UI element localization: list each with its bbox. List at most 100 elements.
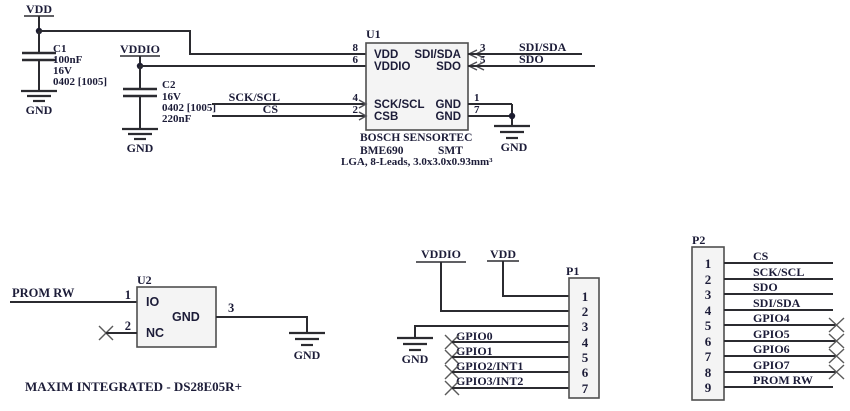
u1-package: LGA, 8-Leads, 3.0x3.0x0.93mm³: [341, 156, 493, 168]
no-connect-x-icon: [828, 333, 845, 349]
vdd-net-label: VDD: [490, 247, 516, 261]
p1-pin-number: 1: [582, 289, 589, 304]
input-arrow-icon: [358, 99, 368, 109]
u1-pin8-number: 8: [353, 42, 359, 54]
gnd-symbol-u2: GND: [289, 331, 325, 362]
u1-mount-type: SMT: [438, 145, 463, 157]
u1-pin5-number: 5: [480, 54, 486, 66]
u1-pin-name-vddio: VDDIO: [374, 61, 410, 73]
p2-pin-number: 9: [705, 380, 712, 395]
vdd-net-label: VDD: [26, 2, 52, 16]
c2-ref: C2: [162, 79, 176, 91]
net-label-gpio6: GPIO6: [753, 342, 790, 356]
p1-body: [568, 277, 600, 399]
u1-pin2-number: 2: [353, 104, 359, 116]
wire-vdd-to-p1: [502, 261, 569, 297]
u2-pin-name-nc: NC: [146, 326, 164, 340]
wire-vddio-to-p1: [440, 262, 569, 312]
p1-pin-number: 5: [582, 350, 589, 365]
vddio-net-label: VDDIO: [421, 247, 461, 261]
junction-dot: [508, 112, 516, 120]
u1-pin-name-csb: CSB: [374, 111, 398, 123]
u1-pin7-number: 7: [474, 104, 480, 116]
p2-pin-number: 3: [705, 287, 712, 302]
no-connect-x-icon: [828, 364, 845, 380]
gnd-label: GND: [501, 140, 528, 154]
gnd-symbol-p1: GND: [397, 336, 433, 366]
p1-pin-number: 6: [582, 365, 589, 380]
net-label-sdi-sda: SDI/SDA: [519, 40, 567, 54]
gnd-label: GND: [402, 352, 429, 366]
vdd-power-symbol: VDD: [24, 2, 54, 35]
u1-part-number: BME690: [360, 145, 404, 157]
gnd-symbol-c1: GND: [21, 89, 57, 117]
p1-pin-number: 7: [582, 381, 589, 396]
p2-pin-number: 7: [705, 349, 712, 364]
p2-pin-number: 4: [705, 303, 712, 318]
net-label-sck-p2: SCK/SCL: [753, 265, 804, 279]
net-label-gpio0: GPIO0: [456, 329, 493, 343]
u1-pin-name-vdd: VDD: [374, 49, 398, 61]
gnd-label: GND: [26, 103, 53, 117]
net-label-cs-p2: CS: [753, 249, 769, 263]
u1-body: [365, 42, 469, 131]
vddio-power-symbol: VDDIO: [120, 42, 160, 70]
p2-pin-number: 2: [705, 272, 712, 287]
p2-body: [691, 246, 725, 401]
u1-pin-name-gnd-a: GND: [435, 99, 461, 111]
capacitor-c2: C2 16V 0402 [1005] 220nF: [123, 66, 216, 129]
p1-pin-number: 3: [582, 319, 589, 334]
vddio-net-label: VDDIO: [120, 42, 160, 56]
u2-pin-name-io: IO: [146, 295, 159, 309]
c1-voltage: 16V: [53, 65, 72, 77]
net-label-cs: CS: [263, 102, 279, 116]
c1-footprint: 0402 [1005]: [53, 76, 107, 88]
capacitor-c1: C1 100nF 16V 0402 [1005]: [22, 31, 107, 91]
p2-pin-number: 6: [705, 334, 712, 349]
u2-ref: U2: [137, 273, 152, 287]
p1-ref: P1: [566, 264, 579, 278]
wire-vdd-to-u1: [39, 30, 366, 55]
net-label-sdo-p2: SDO: [753, 280, 778, 294]
vddio-power-symbol-p1: VDDIO: [416, 247, 466, 263]
wire-p1-to-gnd: [414, 325, 569, 338]
gnd-label: GND: [294, 348, 321, 362]
net-label-gpio2-int1: GPIO2/INT1: [456, 359, 523, 373]
p2-ref: P2: [692, 233, 705, 247]
u2-body: [136, 286, 217, 348]
u1-pin-name-gnd-b: GND: [435, 111, 461, 123]
net-label-sdo: SDO: [519, 52, 544, 66]
net-label-prom-rw: PROM RW: [12, 286, 75, 300]
p2-pin-number: 8: [705, 365, 712, 380]
u1-manufacturer: BOSCH SENSORTEC: [360, 132, 472, 144]
net-label-gpio7: GPIO7: [753, 358, 790, 372]
gnd-symbol-c2: GND: [122, 127, 158, 155]
p1-pin-number: 2: [582, 304, 589, 319]
u1-pin-name-sdo: SDO: [436, 61, 461, 73]
no-connect-x-icon: [828, 317, 845, 333]
net-label-prom-rw-p2: PROM RW: [753, 373, 813, 387]
net-label-sdi-p2: SDI/SDA: [753, 296, 801, 310]
u1-pin3-number: 3: [480, 42, 486, 54]
u2-pin-name-gnd: GND: [172, 310, 200, 324]
u2-pin2-number: 2: [125, 319, 131, 333]
gnd-symbol-u1: GND: [494, 124, 530, 154]
u1-pin-name-sck: SCK/SCL: [374, 99, 424, 111]
net-label-gpio4: GPIO4: [753, 311, 790, 325]
vdd-power-symbol-p1: VDD: [487, 247, 519, 262]
input-arrow-icon: [358, 111, 368, 121]
u1-ref: U1: [366, 27, 381, 41]
c2-footprint: 0402 [1005]: [162, 102, 216, 114]
net-label-gpio3-int2: GPIO3/INT2: [456, 374, 523, 388]
p2-pin-number: 1: [705, 256, 712, 271]
u1-pin-name-sdi: SDI/SDA: [414, 49, 461, 61]
c1-value: 100nF: [53, 54, 83, 66]
no-connect-x-icon: [828, 348, 845, 364]
c2-value: 220nF: [162, 113, 192, 125]
u1-pin6-number: 6: [353, 54, 359, 66]
net-label-gpio1: GPIO1: [456, 344, 493, 358]
u2-pin1-number: 1: [125, 288, 131, 302]
p1-pin-number: 4: [582, 335, 589, 350]
